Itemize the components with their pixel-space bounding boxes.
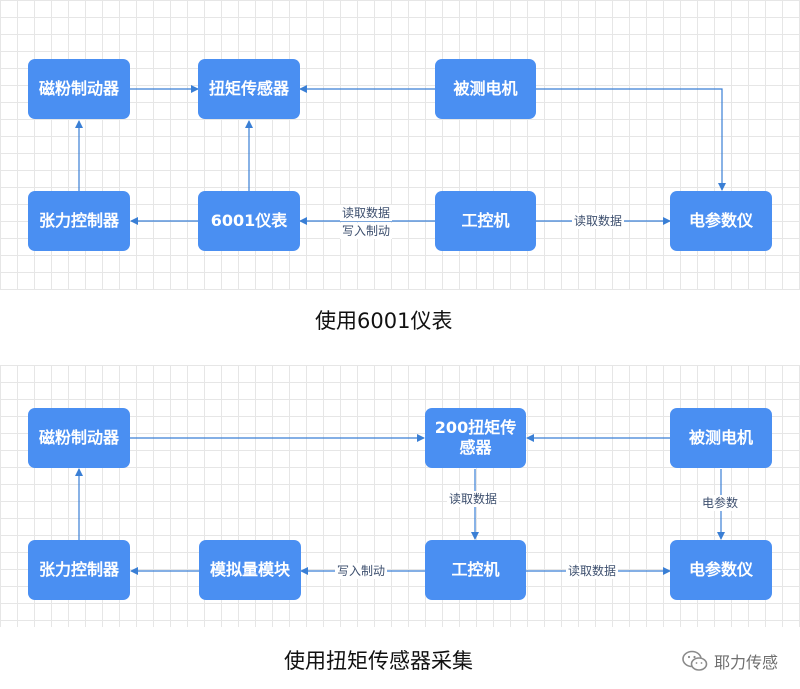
node-label: 6001仪表 (210, 211, 288, 230)
node-label: 工控机 (461, 211, 510, 230)
diagram-2-caption: 使用扭矩传感器采集 (284, 649, 473, 673)
node-label: 扭矩传感器 (208, 79, 289, 98)
node2-analog-module: 模拟量模块 (199, 540, 301, 600)
node-meter-6001: 6001仪表 (198, 191, 300, 251)
node-motor-under-test: 被测电机 (435, 59, 536, 119)
node-tension-controller: 张力控制器 (28, 191, 130, 251)
node2-ipc: 工控机 (425, 540, 526, 600)
edge2-label-read-data-analyzer: 读取数据 (566, 563, 619, 579)
edge-label-read-data: 读取数据 (340, 205, 393, 221)
node2-tension-controller: 张力控制器 (28, 540, 130, 600)
node-label: 模拟量模块 (209, 560, 290, 579)
node-torque-sensor: 扭矩传感器 (198, 59, 300, 119)
diagram-1-canvas (0, 0, 800, 290)
edge-motor-to-analyzer (536, 88, 726, 191)
node-label: 张力控制器 (38, 211, 119, 230)
node-label-line-1: 200扭矩传 (434, 418, 517, 437)
watermark: 耶力传感 (682, 649, 778, 673)
edge2-label-electrical-params: 电参数 (700, 495, 741, 511)
diagram-1-caption: 使用6001仪表 (315, 309, 453, 333)
node-label: 电参数仪 (688, 211, 753, 230)
watermark-text: 耶力传感 (713, 653, 778, 672)
edge-label-write-brake: 写入制动 (340, 223, 393, 239)
node-label: 电参数仪 (688, 560, 753, 579)
edge2-label-write-brake: 写入制动 (335, 563, 388, 579)
node-label-line-2: 感器 (459, 438, 492, 457)
wechat-icon (682, 650, 708, 671)
node-label: 磁粉制动器 (38, 79, 119, 98)
node-label: 被测电机 (453, 79, 518, 98)
node-magnetic-brake: 磁粉制动器 (28, 59, 130, 119)
edge-label-read-data-analyzer: 读取数据 (572, 213, 625, 229)
node-label: 被测电机 (688, 428, 753, 447)
node2-torque-sensor-200: 200扭矩传 感器 (425, 408, 526, 468)
node2-power-analyzer: 电参数仪 (670, 540, 772, 600)
node-label: 工控机 (451, 560, 500, 579)
node-power-analyzer: 电参数仪 (670, 191, 772, 251)
edge2-label-read-data-torque: 读取数据 (447, 491, 500, 507)
node-label: 磁粉制动器 (38, 428, 119, 447)
node-label: 张力控制器 (38, 560, 119, 579)
node-ipc: 工控机 (435, 191, 536, 251)
node2-motor-under-test: 被测电机 (670, 408, 772, 468)
node2-magnetic-brake: 磁粉制动器 (28, 408, 130, 468)
